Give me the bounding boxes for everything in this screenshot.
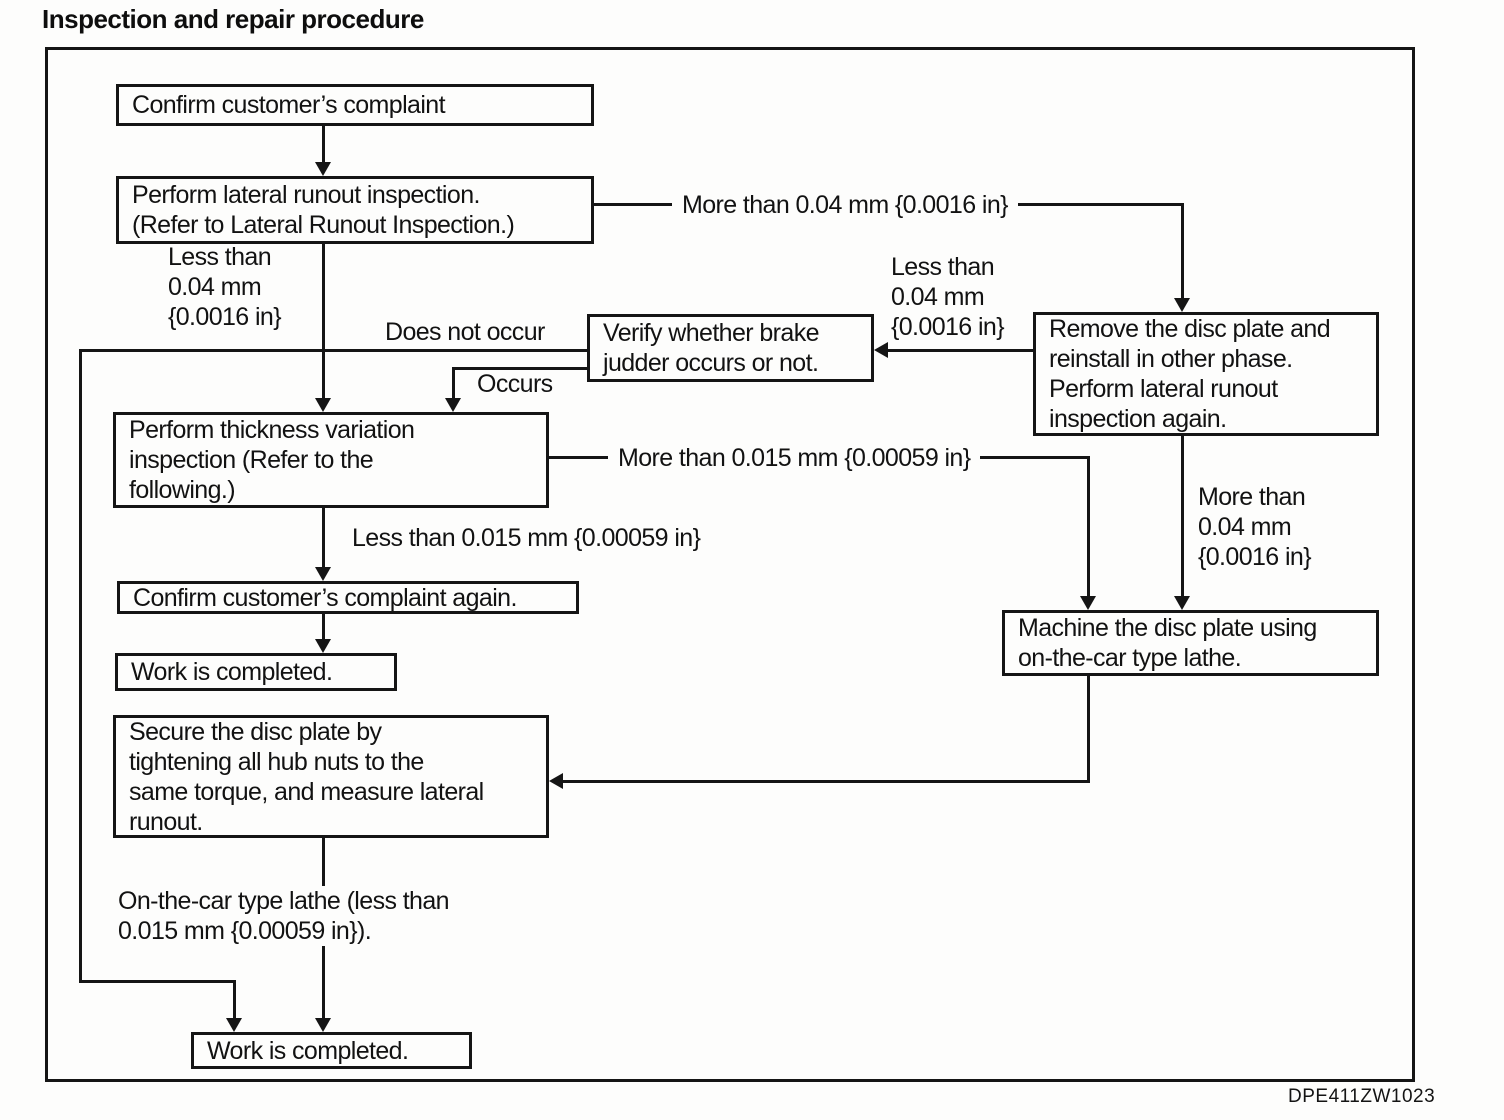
edge-remove-to-machine-line <box>1181 436 1184 596</box>
edge-remove-to-machine-arrow <box>1174 596 1190 610</box>
node-lateral-runout: Perform lateral runout inspection. (Refe… <box>116 176 594 244</box>
edge-remove-to-verify-line <box>886 349 1033 352</box>
node-verify-judder: Verify whether brake judder occurs or no… <box>587 314 874 382</box>
label-more-than-004-right: More than 0.04 mm {0.0016 in} <box>1198 483 1312 571</box>
edge-thickness-to-confirm-arrow <box>315 567 331 581</box>
node-remove-disc: Remove the disc plate and reinstall in o… <box>1033 312 1379 436</box>
edge-secure-to-work-arrow <box>315 1018 331 1032</box>
label-lathe-note: On-the-car type lathe (less than 0.015 m… <box>112 886 455 946</box>
edge-does-not-occur-vline <box>79 349 82 983</box>
edge-does-not-occur-vline2 <box>233 980 236 1018</box>
edge-does-not-occur-arrow <box>226 1018 242 1032</box>
edge-lateral-to-remove-vline <box>1181 203 1184 300</box>
edge-confirm-to-work-arrow <box>315 639 331 653</box>
edge-machine-to-secure-hline <box>562 780 1090 783</box>
label-less-than-004-left: Less than 0.04 mm {0.0016 in} <box>168 243 282 331</box>
edge-confirm-to-work-line <box>322 613 325 640</box>
node-work-completed-2: Work is completed. <box>191 1032 472 1069</box>
node-work-completed-1: Work is completed. <box>115 653 397 691</box>
edge-occurs-arrow <box>445 398 461 412</box>
node-confirm-complaint: Confirm customer’s complaint <box>116 84 594 126</box>
edge-remove-to-verify-arrow <box>874 342 888 358</box>
node-secure-disc: Secure the disc plate by tightening all … <box>113 715 549 838</box>
node-thickness-variation: Perform thickness variation inspection (… <box>113 412 549 508</box>
node-confirm-again: Confirm customer’s complaint again. <box>117 581 579 614</box>
edge-machine-to-secure-vline <box>1087 675 1090 783</box>
edge-confirm-to-lateral-arrow <box>315 162 331 176</box>
label-less-than-0015: Less than 0.015 mm {0.00059 in} <box>352 524 701 552</box>
edge-lateral-to-thickness-arrow <box>315 398 331 412</box>
page-title: Inspection and repair procedure <box>42 4 424 34</box>
edge-does-not-occur-hline2 <box>79 980 236 983</box>
edge-lateral-to-thickness-line <box>322 244 325 400</box>
edge-lateral-to-remove-arrow <box>1174 298 1190 312</box>
label-does-not-occur: Does not occur <box>385 318 545 346</box>
edge-confirm-to-lateral-line <box>322 126 325 164</box>
label-less-than-004-mid: Less than 0.04 mm {0.0016 in} <box>891 253 1005 341</box>
edge-thickness-to-machine-arrow <box>1080 596 1096 610</box>
label-occurs: Occurs <box>477 370 553 398</box>
edge-does-not-occur-hline <box>79 349 589 352</box>
label-more-than-004-top: More than 0.04 mm {0.0016 in} <box>672 190 1018 220</box>
diagram-border <box>45 47 1415 1082</box>
edge-machine-to-secure-arrow <box>549 773 563 789</box>
edge-occurs-hline <box>452 367 589 370</box>
label-more-than-0015: More than 0.015 mm {0.00059 in} <box>608 443 981 473</box>
figure-code: DPE411ZW1023 <box>1288 1086 1436 1107</box>
edge-thickness-to-confirm-line <box>322 508 325 568</box>
node-machine-disc: Machine the disc plate using on-the-car … <box>1002 610 1379 676</box>
edge-thickness-to-machine-vline <box>1087 456 1090 596</box>
edge-occurs-vline <box>452 367 455 398</box>
